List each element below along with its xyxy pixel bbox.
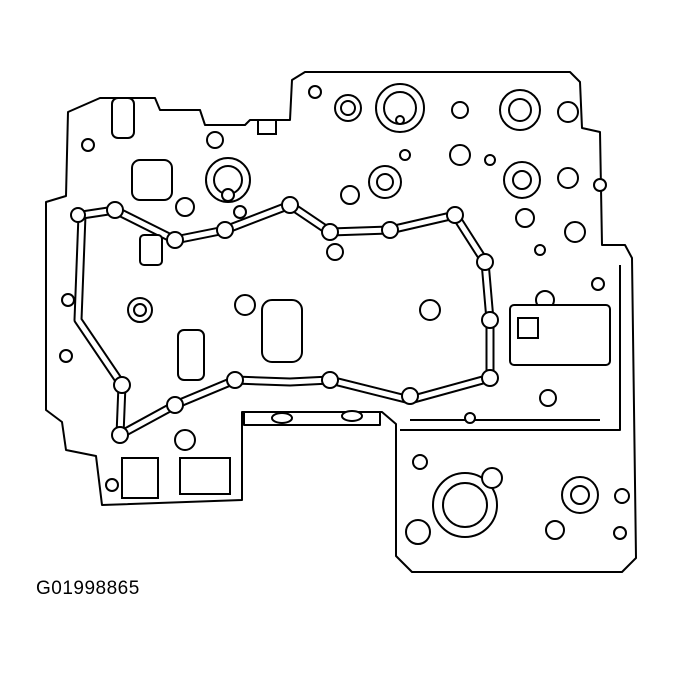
valve-bores xyxy=(127,83,630,545)
figure-id-caption: G01998865 xyxy=(36,578,140,599)
valve-body-outline xyxy=(45,71,637,573)
inner-ledge xyxy=(243,412,381,426)
solenoids xyxy=(111,97,611,499)
right-channel xyxy=(400,265,621,431)
bolt-holes xyxy=(59,85,627,540)
